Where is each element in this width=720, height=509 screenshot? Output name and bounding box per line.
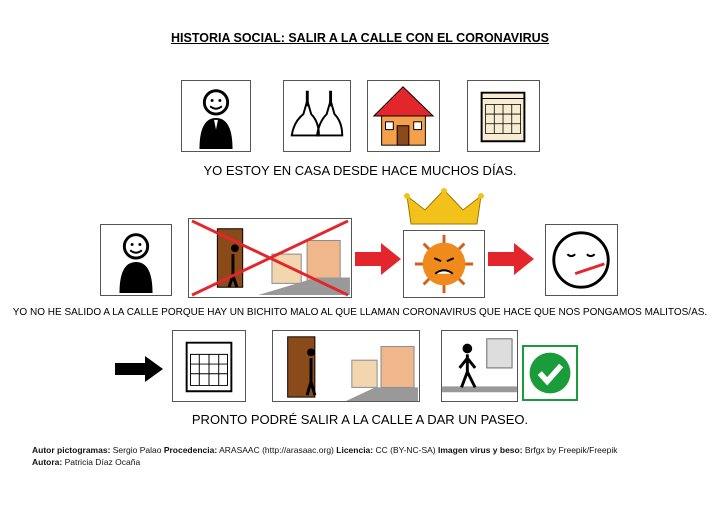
value: Sergio Palao xyxy=(110,445,164,455)
calendar-pictogram xyxy=(467,80,540,152)
red-arrow-icon xyxy=(488,243,534,280)
label: Autor pictogramas: xyxy=(32,445,111,455)
value: Brfgx by Freepik/Freepik xyxy=(522,445,618,455)
crown-icon xyxy=(403,188,485,228)
credits-line-1: Autor pictogramas: Sergio Palao Proceden… xyxy=(32,445,618,455)
value: ARASAAC (http://arasaac.org) xyxy=(217,445,337,455)
sick-face-pictogram xyxy=(545,224,618,296)
value: CC (BY-NC-SA) xyxy=(373,445,438,455)
sentence-1: YO ESTOY EN CASA DESDE HACE MUCHOS DÍAS. xyxy=(203,163,517,178)
calendar-pictogram xyxy=(172,330,246,402)
black-arrow-icon xyxy=(115,356,163,387)
walking-pictogram xyxy=(441,330,518,402)
house-pictogram xyxy=(367,80,440,152)
label: Autora: xyxy=(32,457,63,467)
value: Patricia Díaz Ocaña xyxy=(62,457,141,467)
person-pictogram xyxy=(100,224,172,296)
check-icon xyxy=(522,345,578,401)
person-pictogram xyxy=(181,80,251,152)
red-arrow-icon xyxy=(355,243,401,280)
hands-pictogram xyxy=(283,80,351,152)
page-title: HISTORIA SOCIAL: SALIR A LA CALLE CON EL… xyxy=(170,31,549,45)
label: Procedencia: xyxy=(163,445,218,455)
credits-line-2: Autora: Patricia Díaz Ocaña xyxy=(32,457,140,467)
label: Imagen virus y beso: xyxy=(437,445,523,455)
sentence-2: YO NO HE SALIDO A LA CALLE PORQUE HAY UN… xyxy=(12,307,708,318)
label: Licencia: xyxy=(336,445,374,455)
door-and-street-pictogram xyxy=(272,330,420,402)
sentence-3: PRONTO PODRÉ SALIR A LA CALLE A DAR UN P… xyxy=(191,412,529,427)
crossed-out-street-pictogram xyxy=(188,218,352,298)
virus-pictogram xyxy=(403,230,485,298)
